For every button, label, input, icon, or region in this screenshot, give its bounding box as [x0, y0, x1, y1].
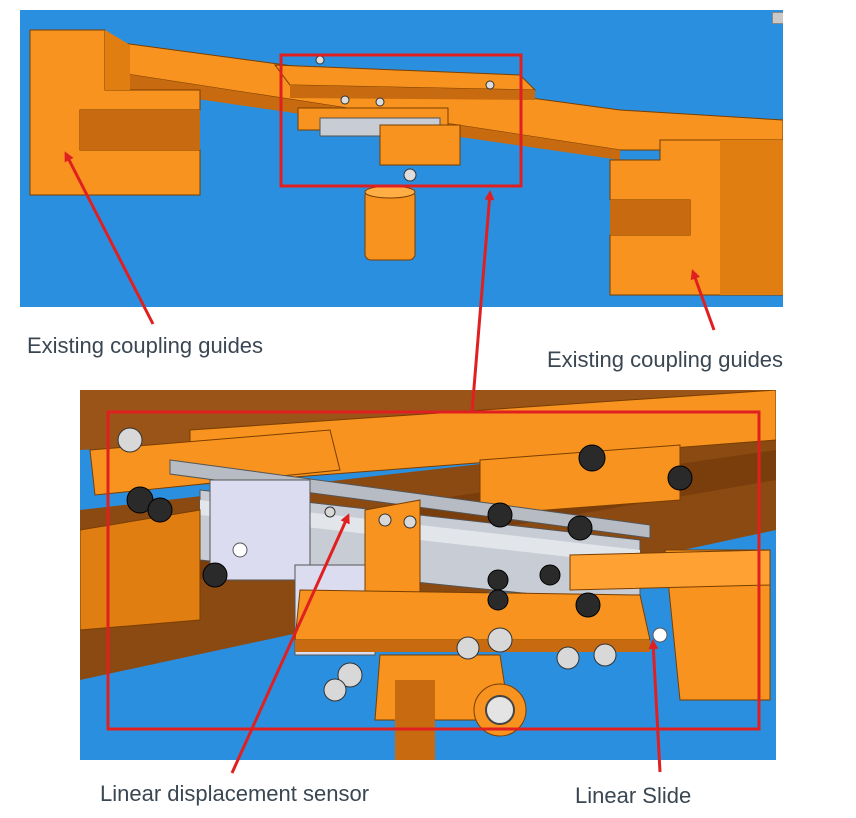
- label-linear-slide: Linear Slide: [575, 783, 692, 808]
- label-coupling-guides-right: Existing coupling guides: [547, 347, 784, 372]
- label-linear-displacement-sensor: Linear displacement sensor: [100, 781, 370, 806]
- assembly-overview-image: [20, 10, 783, 307]
- resize-handle-icon: [772, 12, 783, 24]
- mechanism-detail-image: [80, 390, 776, 760]
- label-coupling-guides-left: Existing coupling guides: [27, 333, 264, 358]
